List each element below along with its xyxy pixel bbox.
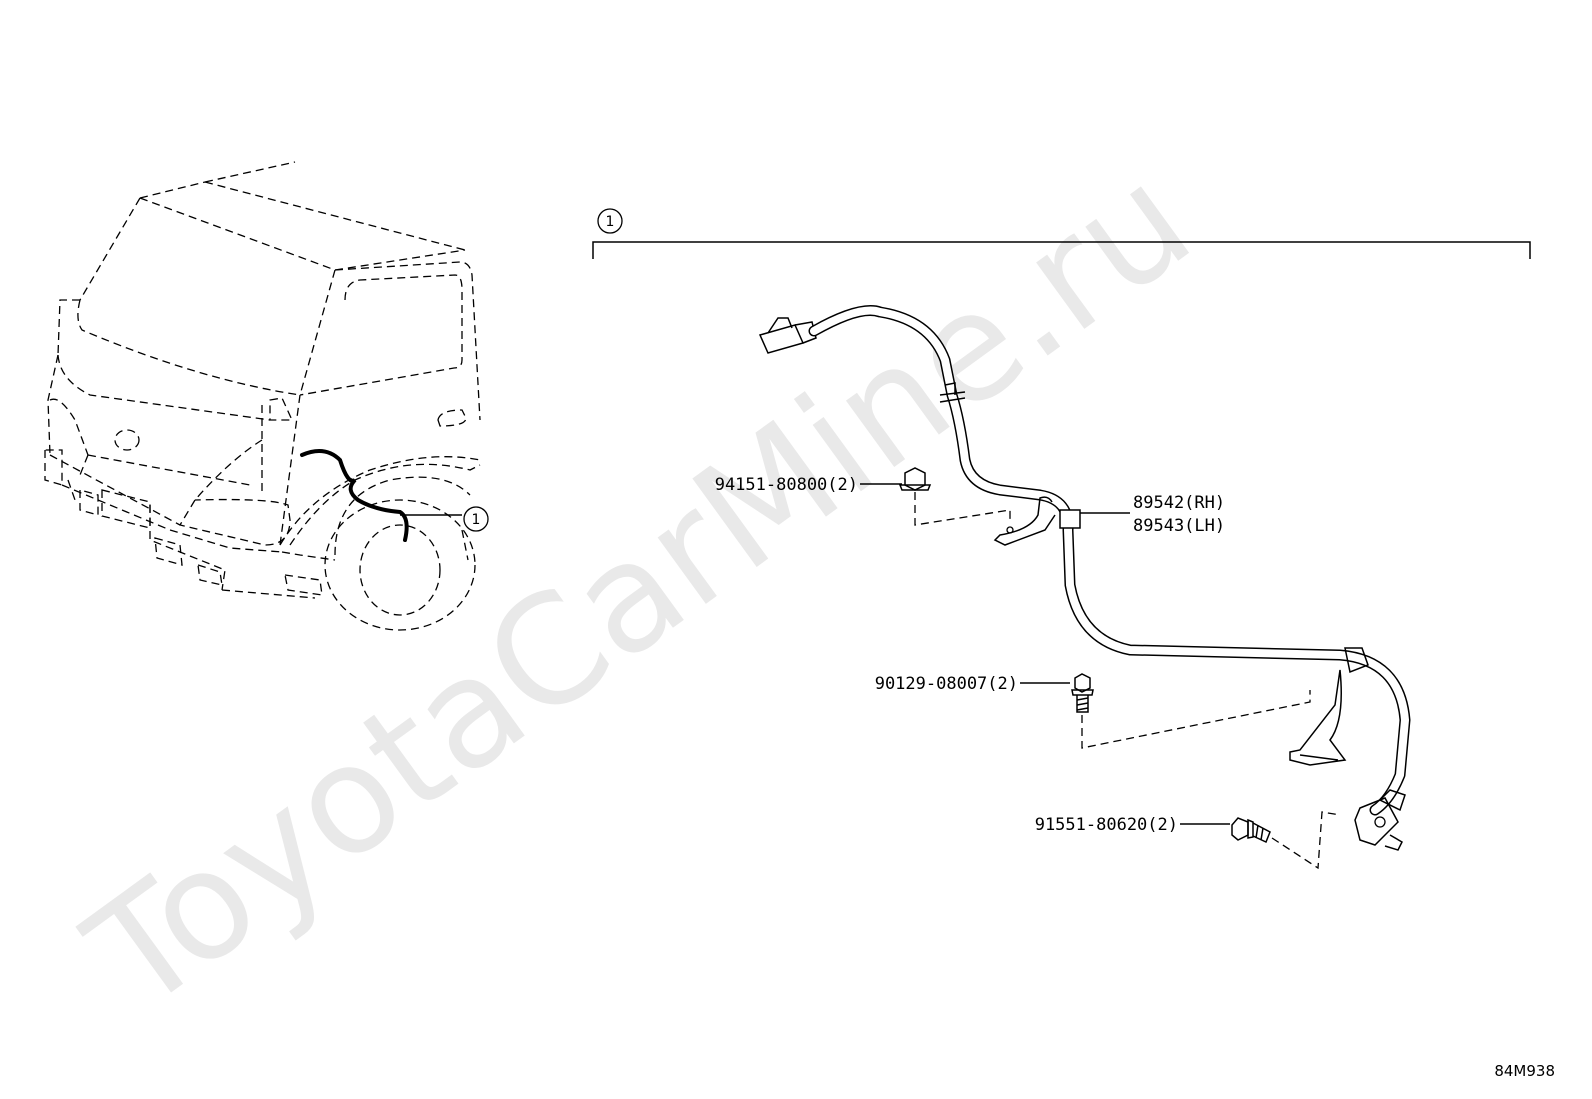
assembly-bracket: 1 bbox=[592, 208, 1531, 259]
label-bolt-horizontal: 91551-80620(2) bbox=[1035, 815, 1178, 835]
label-bolt-vertical: 90129-08007(2) bbox=[875, 674, 1018, 694]
label-nut: 94151-80800(2) bbox=[715, 475, 858, 495]
watermark: ToyotaCarMine.ru bbox=[58, 133, 1221, 1045]
diagram-code: 84M938 bbox=[1494, 1062, 1555, 1080]
label-part-rh: 89542(RH) bbox=[1133, 493, 1225, 513]
callout-number-top: 1 bbox=[606, 214, 615, 230]
truck-illustration: 1 bbox=[44, 161, 489, 631]
abs-sensor-harness bbox=[758, 305, 1411, 851]
fastener-bolt-vertical bbox=[1071, 673, 1311, 749]
fastener-nut bbox=[898, 467, 1011, 526]
part-labels: 94151-80800(2) 89542(RH) 89543(LH) 90129… bbox=[715, 475, 1230, 835]
label-part-lh: 89543(LH) bbox=[1133, 516, 1225, 536]
callout-number: 1 bbox=[472, 512, 481, 528]
fastener-bolt-horizontal bbox=[1231, 811, 1341, 870]
